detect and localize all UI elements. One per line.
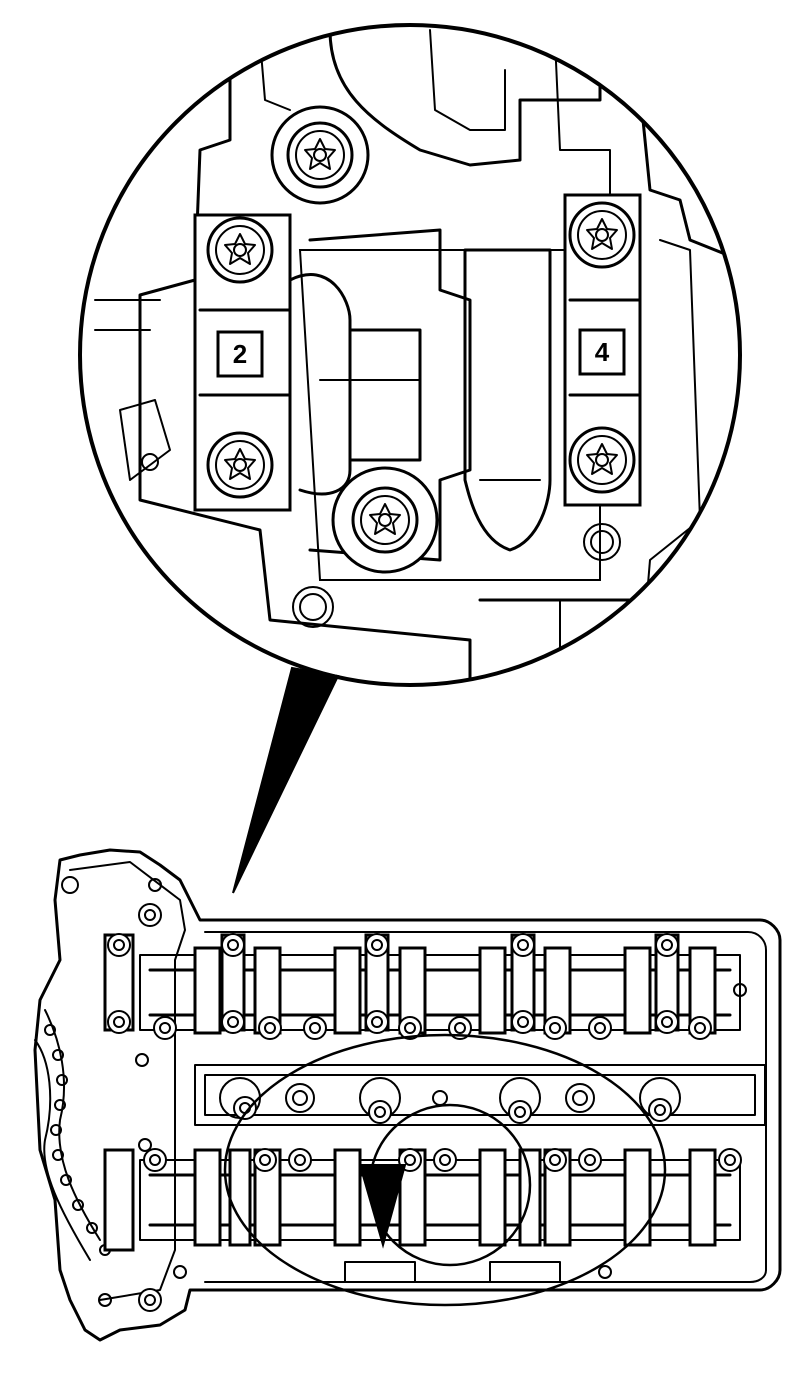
timing-chain (44, 1024, 111, 1256)
detail-arrow (358, 1164, 407, 1249)
dowel-hole (583, 523, 621, 561)
camshaft-upper (103, 933, 747, 1040)
cap-number-label: 4 (595, 337, 610, 367)
spark-plug-channel (194, 1064, 766, 1126)
bolt-icon (286, 121, 354, 189)
cap-number-box (578, 328, 626, 376)
bearing-cap-4: 4 (563, 193, 642, 507)
cap-number-box (216, 330, 264, 378)
bearing-cap-2: 2 (193, 213, 292, 512)
cylinder-head-overview (33, 848, 782, 1342)
bolt-icon (568, 201, 636, 269)
bolt-icon (206, 216, 274, 284)
camshaft-lower (98, 1148, 742, 1312)
bolt-icon (206, 431, 274, 499)
bolt-icon (568, 426, 636, 494)
bolt-icon (351, 486, 419, 554)
cap-number-label: 2 (233, 339, 247, 369)
highlight-ellipse (223, 1033, 667, 1307)
leader-pointer (232, 666, 340, 894)
detail-view: 2 4 (78, 23, 742, 687)
magnifier-circle (78, 23, 742, 687)
dowel-hole (292, 586, 334, 628)
